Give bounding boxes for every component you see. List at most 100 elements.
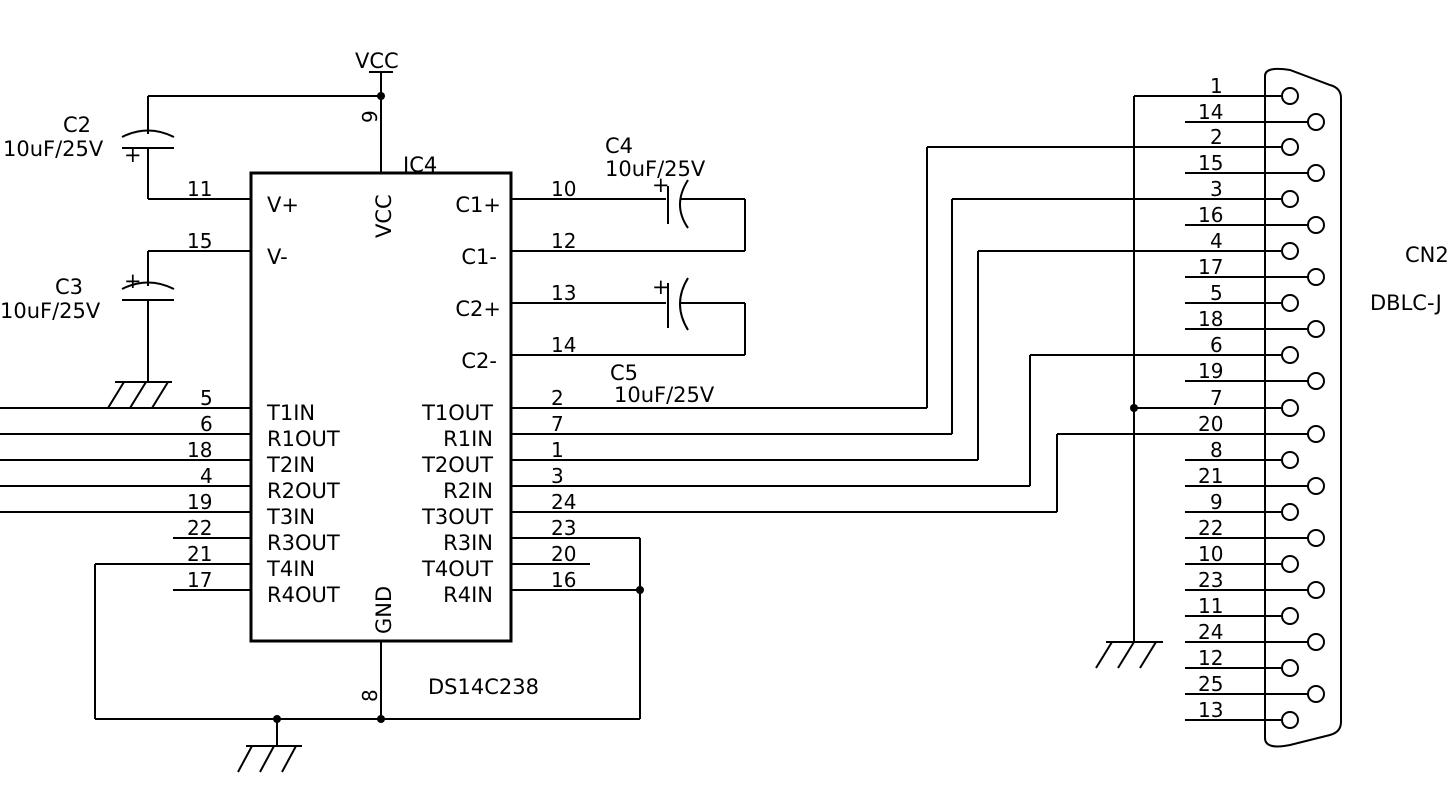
pin-name-c1-minus: C1- (461, 245, 497, 269)
ic-ref-label: IC4 (403, 153, 437, 177)
connector-pin-label-6: 6 (1210, 333, 1223, 357)
c3-polarity: + (124, 269, 142, 293)
pin-name-v-plus: V+ (267, 193, 299, 217)
connector-pin-8 (1281, 451, 1299, 469)
pin-number-20: 20 (551, 542, 576, 566)
pin-number-4: 4 (200, 464, 213, 488)
pin-number-10: 10 (551, 177, 576, 201)
connector-pin-label-12: 12 (1198, 646, 1223, 670)
pin-number-23: 23 (551, 516, 576, 540)
pin-name-r4out: R4OUT (267, 583, 340, 607)
connector-pin-label-17: 17 (1198, 255, 1223, 279)
c4-value: 10uF/25V (605, 157, 706, 181)
pin-name-t3out: T3OUT (421, 505, 493, 529)
connector-pin-14 (1307, 113, 1325, 131)
connector-pin-11 (1281, 607, 1299, 625)
connector-pin-label-16: 16 (1198, 203, 1223, 227)
connector-pin-9 (1281, 503, 1299, 521)
connector-pin-label-8: 8 (1210, 438, 1223, 462)
right-pin-group: C1+ 10 C1- 12 C2+ 13 C2- 14 T1OUT 2 R1IN… (421, 177, 1057, 607)
connector-pin-label-9: 9 (1210, 490, 1223, 514)
connector-ref: CN2 (1405, 243, 1449, 267)
connector-pin-4 (1281, 242, 1299, 260)
connector-pin-1 (1281, 87, 1299, 105)
connector-pin-label-15: 15 (1198, 151, 1223, 175)
pin-number-12: 12 (551, 229, 576, 253)
vcc-pin-number: 9 (358, 110, 382, 123)
c2-curved-plate (121, 129, 175, 138)
connector-pin-label-13: 13 (1198, 698, 1223, 722)
pin-name-r1in: R1IN (443, 427, 493, 451)
connector-pin-label-21: 21 (1198, 464, 1223, 488)
pin-name-t1out: T1OUT (421, 401, 493, 425)
connector-pin-label-25: 25 (1198, 672, 1223, 696)
ic-part-label: DS14C238 (428, 675, 539, 699)
c4-ref: C4 (605, 134, 633, 158)
pin-number-5: 5 (200, 386, 213, 410)
pin-name-t4in: T4IN (266, 557, 315, 581)
connector-pin-22 (1307, 529, 1325, 547)
connector-pin-6 (1281, 346, 1299, 364)
connector-pin-label-4: 4 (1210, 229, 1223, 253)
c3-curved-plate (121, 281, 175, 290)
connector-pin-13 (1281, 711, 1299, 729)
c4-polarity: + (652, 173, 670, 197)
pin-name-r3out: R3OUT (267, 531, 340, 555)
connector-pin-label-19: 19 (1198, 359, 1223, 383)
r4in-junction (636, 586, 644, 594)
connector-pin-label-1: 1 (1210, 74, 1223, 98)
c2-ref: C2 (63, 113, 91, 137)
ground-symbol-connector (1095, 641, 1163, 669)
pin-name-r1out: R1OUT (267, 427, 340, 451)
pin-number-21: 21 (187, 542, 212, 566)
pin-name-c2-plus: C2+ (455, 297, 501, 321)
connector-pin-5 (1281, 294, 1299, 312)
connector-pin-label-14: 14 (1198, 100, 1223, 124)
pin-name-r3in: R3IN (443, 531, 493, 555)
connector-pin-label-22: 22 (1198, 516, 1223, 540)
connector-pin-label-3: 3 (1210, 177, 1223, 201)
c5-value: 10uF/25V (614, 383, 715, 407)
pin-name-t1in: T1IN (266, 401, 315, 425)
connector-pin-label-5: 5 (1210, 281, 1223, 305)
connector-pin-label-2: 2 (1210, 125, 1223, 149)
pin-number-3: 3 (551, 464, 564, 488)
connector-pin-16 (1307, 216, 1325, 234)
pin-number-18: 18 (187, 438, 212, 462)
pin-number-13: 13 (551, 281, 576, 305)
c4-curved-plate (679, 179, 689, 229)
connector-pin-17 (1307, 268, 1325, 286)
ic-vcc-pin-label: VCC (372, 194, 396, 238)
connector-pin-label-18: 18 (1198, 307, 1223, 331)
connector-part: DBLC-J (1370, 291, 1442, 315)
pin-number-11: 11 (187, 177, 212, 201)
pin-name-t4out: T4OUT (421, 557, 493, 581)
vcc-net-label: VCC (355, 49, 399, 73)
pin-number-14: 14 (551, 333, 576, 357)
connector-gnd-junction (1130, 404, 1138, 412)
connector-shell (1264, 67, 1342, 748)
c2-value: 10uF/25V (3, 137, 104, 161)
pin-name-c2-minus: C2- (461, 349, 497, 373)
connector-pin-19 (1307, 372, 1325, 390)
pin-name-r2out: R2OUT (267, 479, 340, 503)
pin-name-r4in: R4IN (443, 583, 493, 607)
ic-gnd-pin-label: GND (372, 586, 396, 634)
connector-pin-label-20: 20 (1198, 412, 1223, 436)
pin-number-22: 22 (187, 516, 212, 540)
pin-name-c1-plus: C1+ (455, 193, 501, 217)
pin-number-1: 1 (551, 438, 564, 462)
connector-pin-3 (1281, 190, 1299, 208)
connector-pin-2 (1281, 138, 1299, 156)
connector-pin-18 (1307, 320, 1325, 338)
pin-number-16: 16 (551, 568, 576, 592)
connector-pin-label-10: 10 (1198, 542, 1223, 566)
c3-ref: C3 (55, 275, 83, 299)
pin-number-6: 6 (200, 412, 213, 436)
pin-number-19: 19 (187, 490, 212, 514)
signal-routing (926, 95, 1308, 642)
connector-pin-label-24: 24 (1198, 620, 1223, 644)
connector-pin-label-11: 11 (1198, 594, 1223, 618)
connector-pins: 1 14 2 15 3 16 4 17 5 18 6 19 7 20 (1185, 74, 1325, 729)
